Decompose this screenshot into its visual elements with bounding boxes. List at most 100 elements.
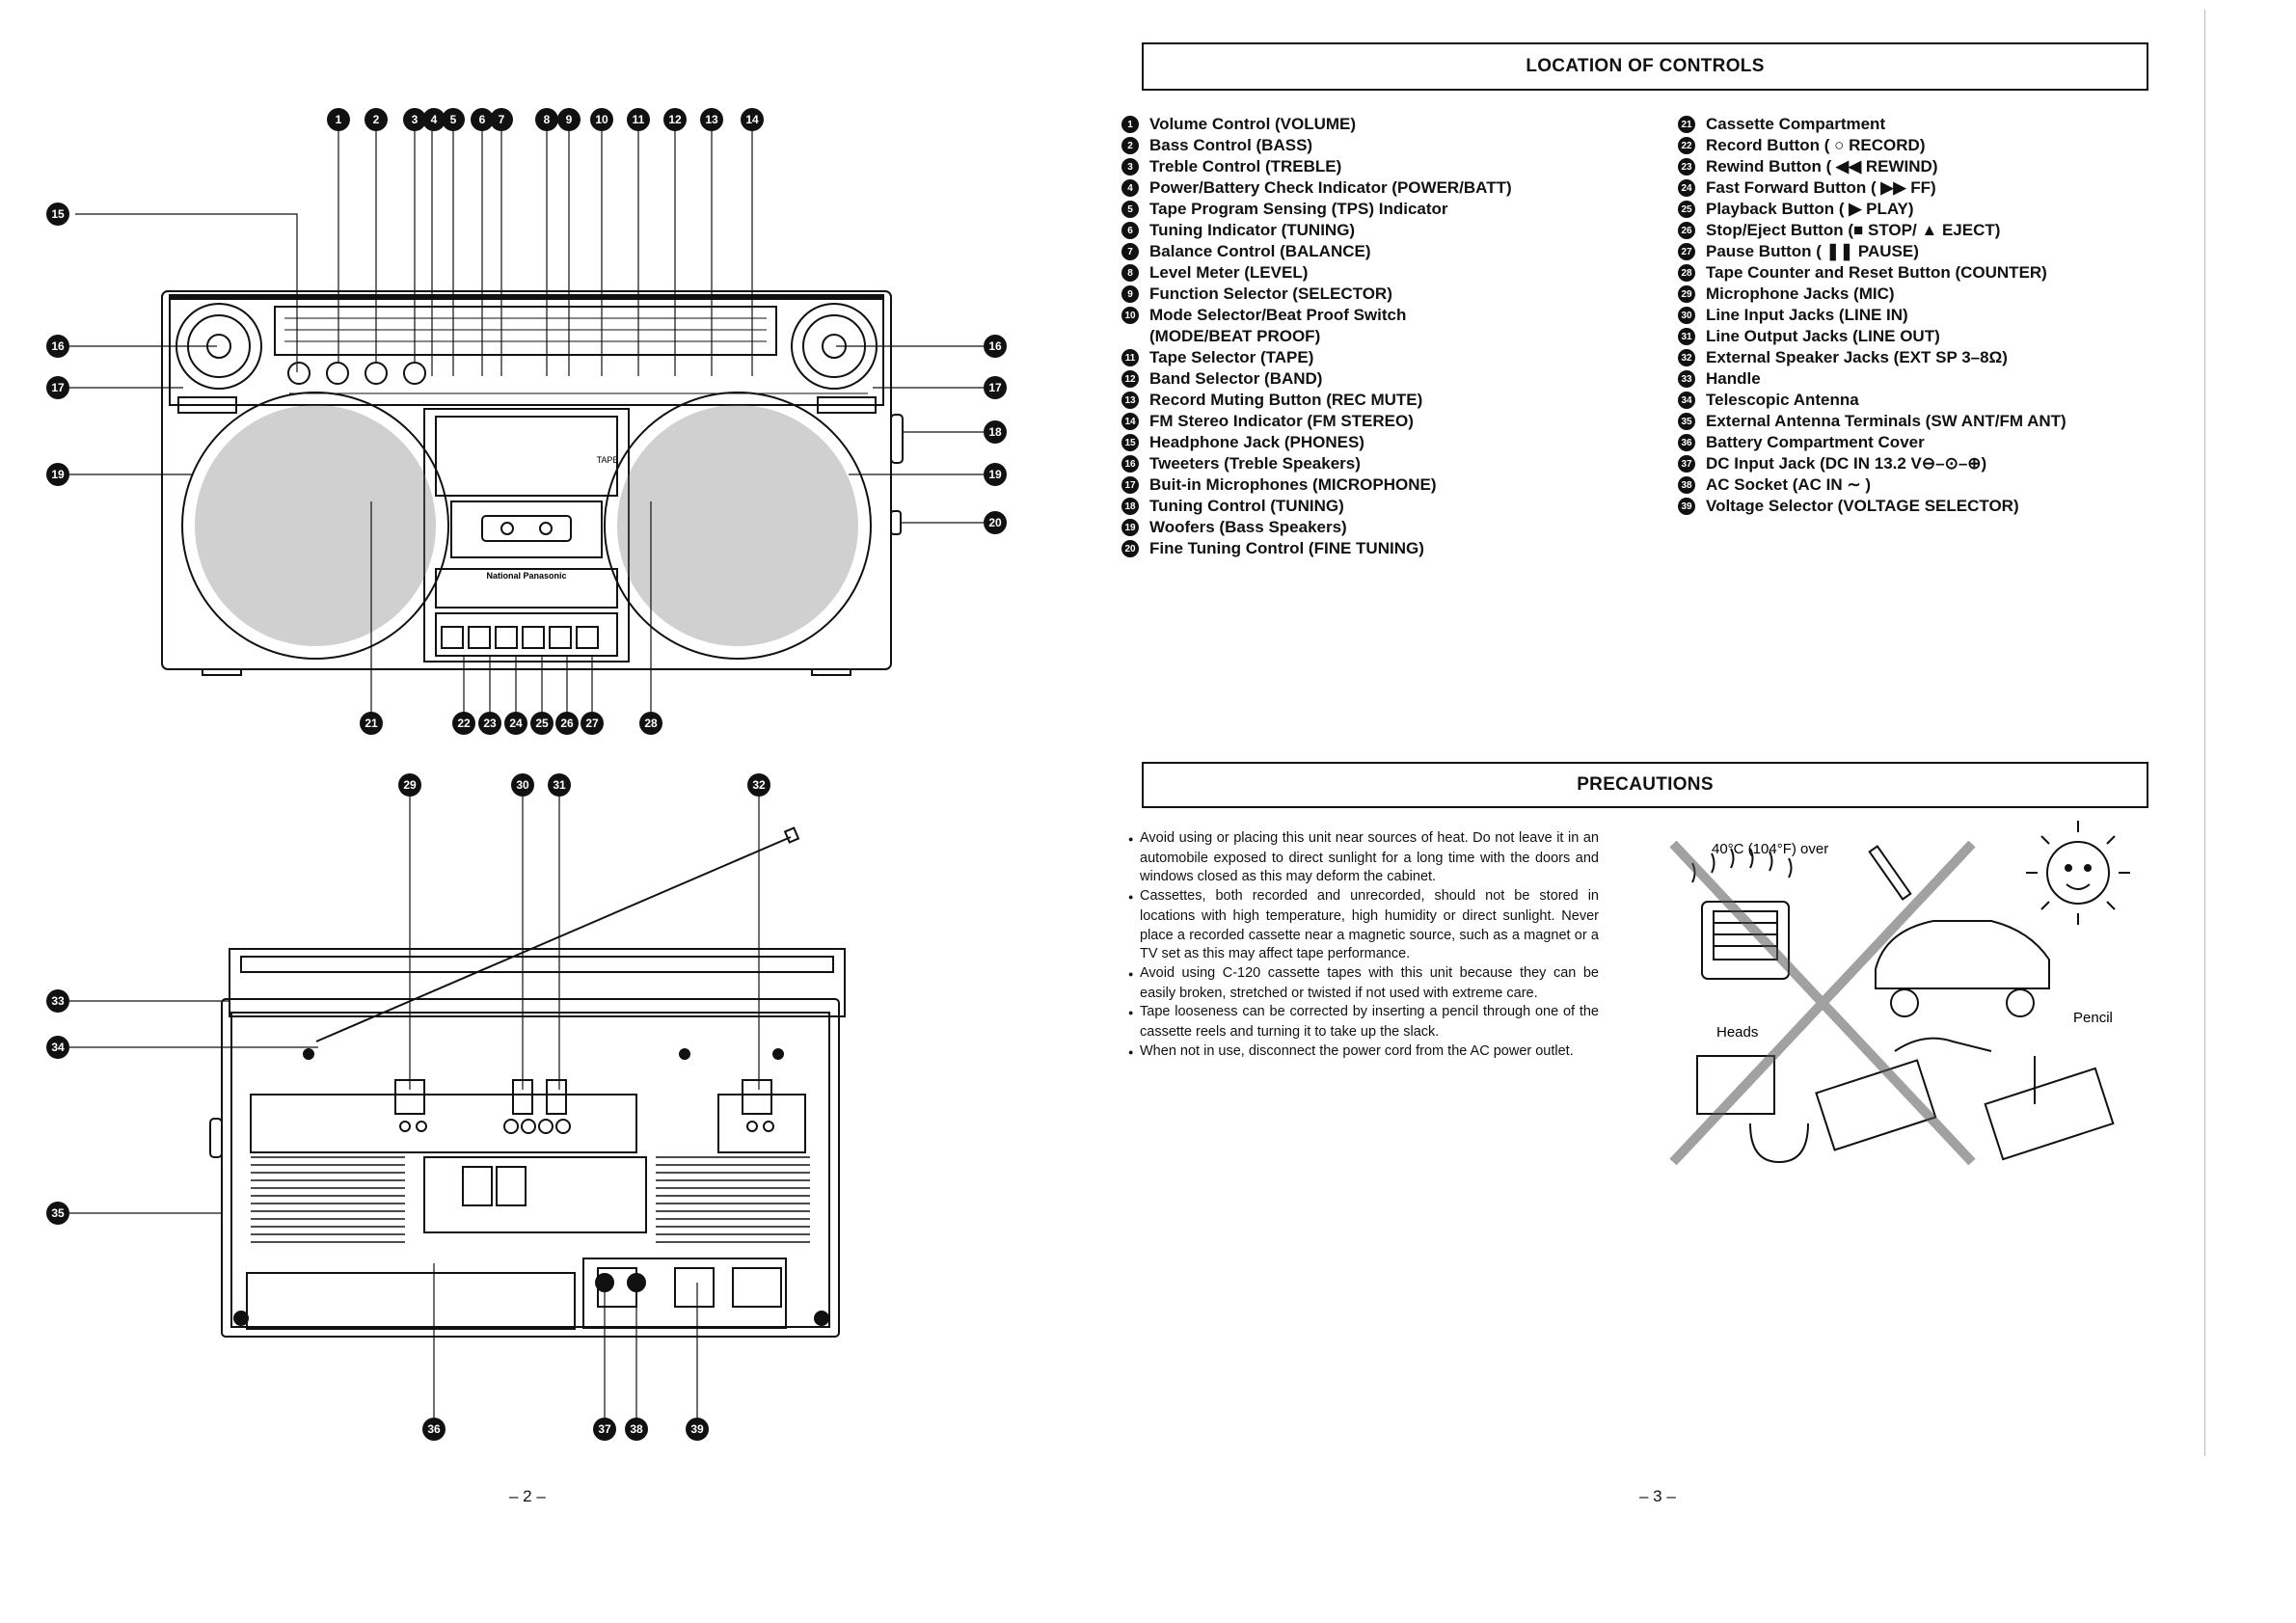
control-label: Microphone Jacks (MIC) — [1706, 284, 1895, 303]
control-number: 26 — [1678, 222, 1695, 239]
control-number: 28 — [1678, 264, 1695, 282]
precaution-item: Avoid using or placing this unit near so… — [1128, 829, 1599, 887]
brand-text: National Panasonic — [486, 571, 566, 581]
control-label: Voltage Selector (VOLTAGE SELECTOR) — [1706, 497, 2019, 515]
callout-2: 2 — [365, 108, 388, 131]
list-item: 3 Treble Control (TREBLE) — [1121, 156, 1512, 177]
callout-7: 7 — [490, 108, 513, 131]
callout-16-right: 16 — [984, 335, 1007, 358]
callout-30: 30 — [511, 773, 534, 797]
list-item: 6 Tuning Indicator (TUNING) — [1121, 220, 1512, 241]
callout-9: 9 — [557, 108, 581, 131]
callout-39: 39 — [686, 1418, 709, 1441]
tape-label: TAPE — [597, 455, 619, 465]
control-number: 38 — [1678, 476, 1695, 494]
list-item: 35 External Antenna Terminals (SW ANT/FM … — [1678, 411, 2066, 432]
control-label: Treble Control (TREBLE) — [1149, 157, 1342, 176]
callout-11: 11 — [627, 108, 650, 131]
callout-19-left: 19 — [46, 463, 69, 486]
callout-31: 31 — [548, 773, 571, 797]
control-label: External Speaker Jacks (EXT SP 3–8Ω) — [1706, 348, 2008, 366]
list-item: 12 Band Selector (BAND) — [1121, 368, 1512, 390]
callout-25: 25 — [530, 712, 554, 735]
front-view-illustration: National Panasonic TAPE — [69, 108, 984, 723]
control-label: Record Muting Button (REC MUTE) — [1149, 391, 1423, 409]
control-label: Battery Compartment Cover — [1706, 433, 1925, 451]
control-number: 12 — [1121, 370, 1139, 388]
callout-34: 34 — [46, 1036, 69, 1059]
control-label: Stop/Eject Button (■ STOP/ ▲ EJECT) — [1706, 221, 2001, 239]
control-number: 1 — [1121, 116, 1139, 133]
control-number: 6 — [1121, 222, 1139, 239]
callout-10: 10 — [590, 108, 613, 131]
callout-23: 23 — [478, 712, 501, 735]
control-number: 30 — [1678, 307, 1695, 324]
control-label: AC Socket (AC IN ∼ ) — [1706, 475, 1872, 494]
list-item: 4 Power/Battery Check Indicator (POWER/BA… — [1121, 177, 1512, 199]
list-item: 1 Volume Control (VOLUME) — [1121, 114, 1512, 135]
callout-17-right: 17 — [984, 376, 1007, 399]
control-number: 24 — [1678, 179, 1695, 197]
callout-8: 8 — [535, 108, 558, 131]
control-label: Line Output Jacks (LINE OUT) — [1706, 327, 1940, 345]
precautions-list: Avoid using or placing this unit near so… — [1128, 829, 1599, 1062]
control-number: 4 — [1121, 179, 1139, 197]
control-label: Volume Control (VOLUME) — [1149, 115, 1357, 133]
control-number: 10 — [1121, 307, 1139, 324]
control-number: 18 — [1121, 498, 1139, 515]
callout-22: 22 — [452, 712, 475, 735]
control-label: Band Selector (BAND) — [1149, 369, 1323, 388]
control-label: Tuning Indicator (TUNING) — [1149, 221, 1356, 239]
control-number: 20 — [1121, 540, 1139, 557]
control-number: 22 — [1678, 137, 1695, 154]
control-number: 35 — [1678, 413, 1695, 430]
control-label: Tuning Control (TUNING) — [1149, 497, 1344, 515]
control-number: 3 — [1121, 158, 1139, 176]
control-label: Playback Button ( ▶ PLAY) — [1706, 200, 1914, 218]
control-number: 21 — [1678, 116, 1695, 133]
control-number: 32 — [1678, 349, 1695, 366]
control-number: 11 — [1121, 349, 1139, 366]
control-label: Power/Battery Check Indicator (POWER/BAT… — [1149, 178, 1512, 197]
control-number: 25 — [1678, 201, 1695, 218]
callout-29: 29 — [398, 773, 421, 797]
control-number: 33 — [1678, 370, 1695, 388]
callout-32: 32 — [747, 773, 770, 797]
list-item: 21 Cassette Compartment — [1678, 114, 2066, 135]
rear-view-illustration — [69, 793, 846, 1427]
control-label: Woofers (Bass Speakers) — [1149, 518, 1347, 536]
page-number-right: – 3 – — [1639, 1487, 1676, 1505]
callout-20: 20 — [984, 511, 1007, 534]
heat-label: 40°C (104°F) over — [1712, 841, 1828, 857]
control-label: Handle — [1706, 369, 1761, 388]
control-number: 15 — [1121, 434, 1139, 451]
callout-36: 36 — [422, 1418, 446, 1441]
control-label: (MODE/BEAT PROOF) — [1149, 327, 1321, 345]
control-number: 27 — [1678, 243, 1695, 260]
control-number: 39 — [1678, 498, 1695, 515]
control-label: DC Input Jack (DC IN 13.2 V⊖–⊙–⊕) — [1706, 454, 1987, 473]
control-number: 7 — [1121, 243, 1139, 260]
control-label: Cassette Compartment — [1706, 115, 1886, 133]
control-label: Function Selector (SELECTOR) — [1149, 284, 1392, 303]
pencil-label: Pencil — [2073, 1010, 2113, 1026]
control-label: Buit-in Microphones (MICROPHONE) — [1149, 475, 1437, 494]
control-label: FM Stereo Indicator (FM STEREO) — [1149, 412, 1414, 430]
precautions-illustration: 40°C (104°F) over Heads Pencil — [1669, 821, 2130, 1166]
page-number-left: – 2 – — [509, 1487, 546, 1505]
control-number: 23 — [1678, 158, 1695, 176]
precautions-title: PRECAUTIONS — [1142, 762, 2148, 808]
left-page: National Panasonic TAPE — [46, 108, 1007, 1505]
control-label: External Antenna Terminals (SW ANT/FM AN… — [1706, 412, 2066, 430]
